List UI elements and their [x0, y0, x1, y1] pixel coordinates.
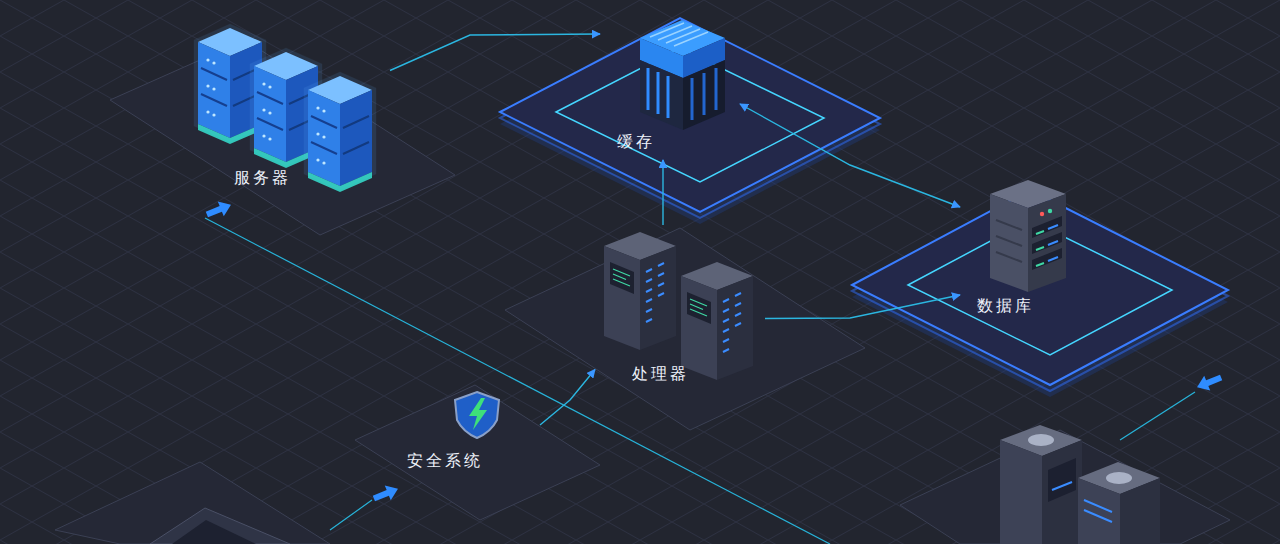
- shield-icon: [469, 398, 487, 430]
- fan-server: [1120, 478, 1160, 544]
- glow-platform: [500, 18, 1228, 397]
- platform: [505, 228, 865, 430]
- server-node: 服务器: [185, 15, 390, 200]
- security-node: 安全系统: [395, 390, 540, 490]
- flow-connector: [662, 160, 663, 225]
- fan-server: [1106, 472, 1132, 484]
- database-rack: [1048, 225, 1058, 261]
- fan-server: [1042, 440, 1082, 544]
- node-label: 数据库: [975, 295, 1036, 316]
- fan-server: [1084, 500, 1112, 522]
- phone-device: [150, 508, 290, 544]
- flow-arrow: [1194, 370, 1224, 395]
- processor-node: 处理器: [595, 225, 765, 395]
- server-rack: [194, 24, 376, 192]
- database-rack: [1040, 212, 1044, 216]
- server-rack: [304, 72, 376, 192]
- database-rack: [990, 194, 1028, 292]
- node-label: 安全系统: [405, 450, 485, 471]
- platform: [110, 40, 455, 235]
- shield-icon: [455, 392, 499, 438]
- database-rack: [1032, 216, 1062, 270]
- flow-arrow: [204, 197, 234, 222]
- cache-unit: [692, 68, 716, 120]
- database-rack: [1048, 209, 1052, 213]
- flow-connector: [740, 104, 960, 207]
- cache-unit: [650, 23, 708, 46]
- database-rack: [1028, 194, 1066, 292]
- platform: [900, 430, 1230, 544]
- flow-connector: [765, 295, 960, 319]
- cache-unit: [640, 60, 683, 130]
- flow-line: [205, 218, 830, 544]
- phone-device: [150, 508, 290, 544]
- glow-platform: [500, 18, 880, 212]
- database-rack: [996, 220, 1022, 262]
- phone-device: [172, 520, 256, 544]
- glow-platform: [852, 190, 1228, 385]
- flow-arrow: [204, 197, 1224, 506]
- fan-server: [1000, 425, 1160, 544]
- flow-connector: [540, 370, 595, 426]
- flow-arrow: [371, 481, 401, 506]
- flow-line: [1120, 392, 1195, 440]
- database-rack: [990, 180, 1066, 292]
- processor-cabinet: [604, 232, 753, 380]
- processor-cabinet: [604, 232, 676, 350]
- node-label: 处理器: [630, 363, 691, 384]
- flow-connector: [390, 34, 600, 71]
- fan-server: [1028, 434, 1054, 446]
- platform: [55, 462, 330, 544]
- database-node: 数据库: [960, 175, 1080, 335]
- cache-unit: [640, 20, 725, 130]
- flow-line: [330, 500, 372, 530]
- flow-line: [205, 218, 1195, 544]
- fan-server: [1000, 440, 1042, 544]
- database-rack: [1036, 231, 1044, 266]
- shield-icon: [455, 392, 499, 438]
- processor-cabinet: [681, 262, 753, 380]
- fan-server: [1052, 482, 1072, 490]
- cache-unit: [648, 68, 668, 118]
- fan-server: [1048, 458, 1076, 502]
- cache-node: 缓存: [600, 20, 740, 160]
- node-label: 服务器: [232, 167, 293, 188]
- cache-unit: [683, 60, 725, 130]
- node-label: 缓存: [615, 131, 657, 152]
- fan-server: [1078, 478, 1120, 544]
